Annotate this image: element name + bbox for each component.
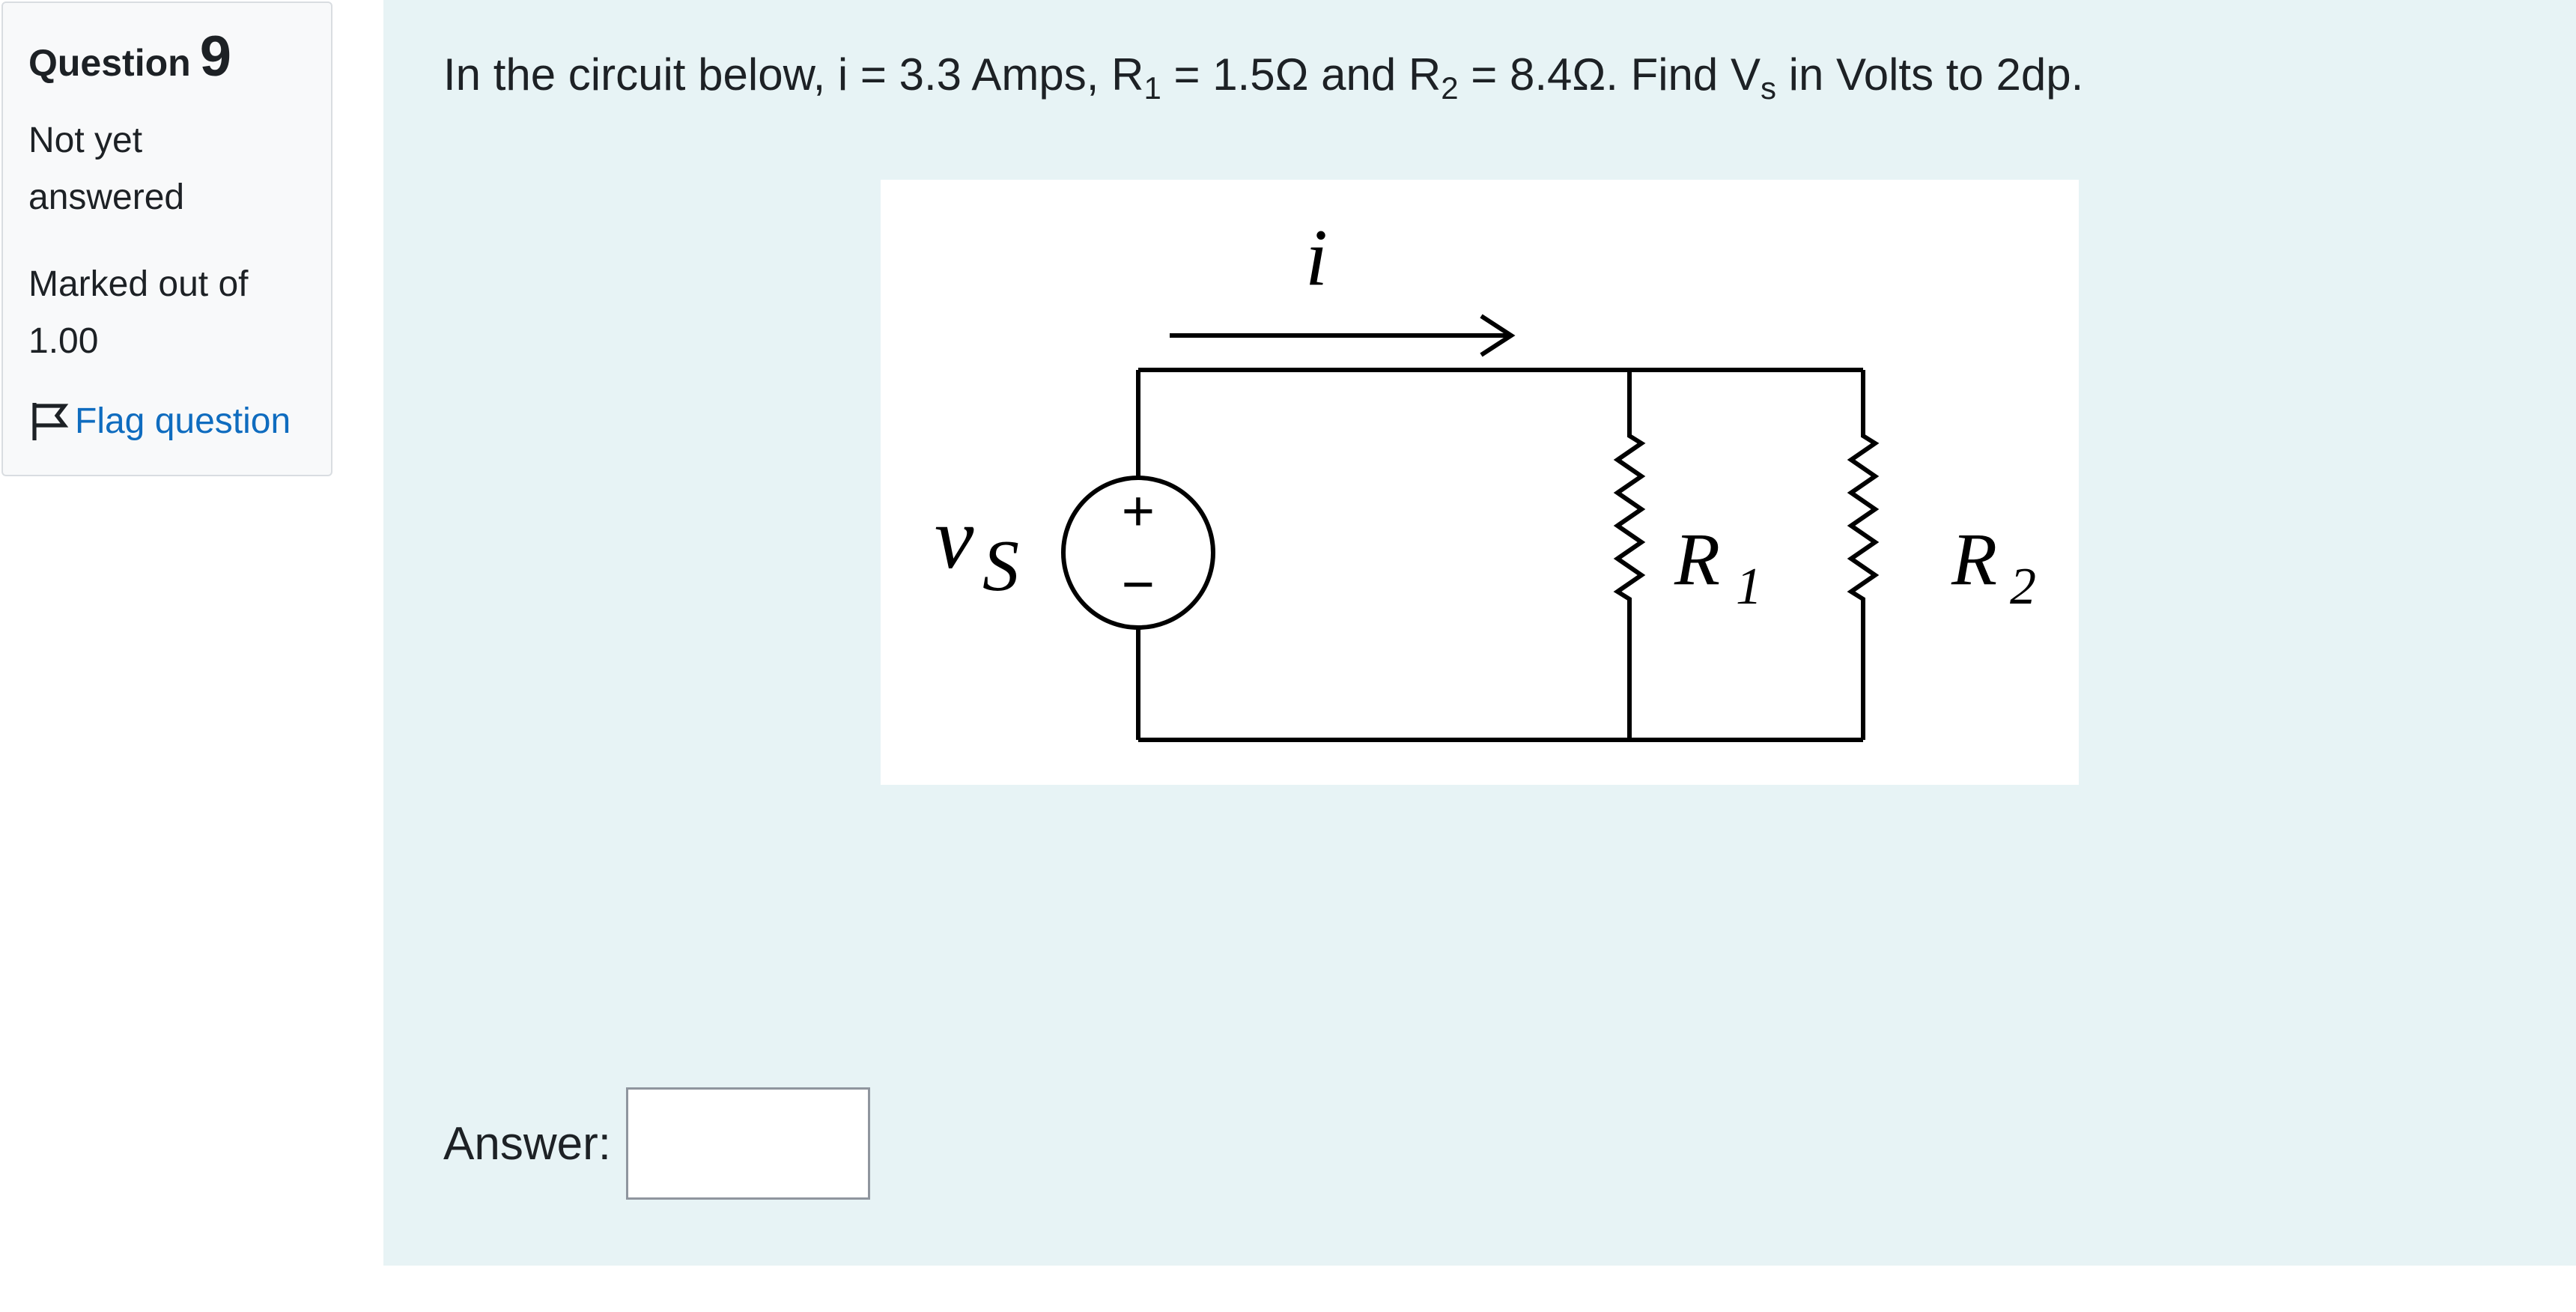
flag-icon [32, 403, 69, 440]
question-subscript: s [1760, 70, 1776, 106]
answer-label: Answer: [443, 1117, 611, 1170]
question-text-part: = 1.5Ω and R [1161, 49, 1442, 100]
question-content: In the circuit below, i = 3.3 Amps, R1 =… [383, 0, 2576, 1266]
source-label-main: v [935, 489, 974, 587]
question-text-part: in Volts to 2dp. [1775, 49, 2084, 100]
r2-label-main: R [1951, 517, 1997, 601]
r1-label-main: R [1674, 517, 1720, 601]
flag-question-link[interactable]: Flag question [28, 400, 306, 442]
circuit-svg: i + − v S R [935, 213, 2036, 742]
minus-sign: − [1122, 553, 1155, 616]
question-heading: Question 9 [28, 28, 306, 85]
question-state: Not yet answered [28, 121, 185, 217]
question-text: In the circuit below, i = 3.3 Amps, R1 =… [443, 43, 2083, 106]
r1-label-sub: 1 [1736, 558, 1762, 616]
voltage-source: + − [1061, 476, 1215, 630]
question-number: 9 [199, 25, 231, 88]
plus-sign: + [1122, 479, 1155, 543]
circuit-diagram: i + − v S R [881, 180, 2079, 785]
question-subscript: 1 [1143, 70, 1161, 106]
question-text-part: = 8.4Ω. Find V [1458, 49, 1761, 100]
current-arrow [1170, 314, 1516, 357]
question-grade: Marked out of 1.00 [28, 264, 249, 361]
r2-label-sub: 2 [2010, 558, 2036, 616]
question-label: Question [28, 42, 191, 84]
answer-input[interactable] [625, 1087, 870, 1200]
r2-resistor [1847, 370, 1880, 740]
answer-row: Answer: [443, 1087, 870, 1200]
question-info-card: Question 9 Not yet answered Marked out o… [1, 1, 332, 476]
question-subscript: 2 [1441, 70, 1459, 106]
current-label: i [1305, 213, 1328, 303]
circuit-wires [1136, 368, 1880, 742]
source-label-sub: S [982, 526, 1019, 607]
r1-resistor [1613, 370, 1646, 740]
question-text-part: In the circuit below, i = 3.3 Amps, R [443, 49, 1144, 100]
flag-question-label: Flag question [75, 401, 291, 441]
